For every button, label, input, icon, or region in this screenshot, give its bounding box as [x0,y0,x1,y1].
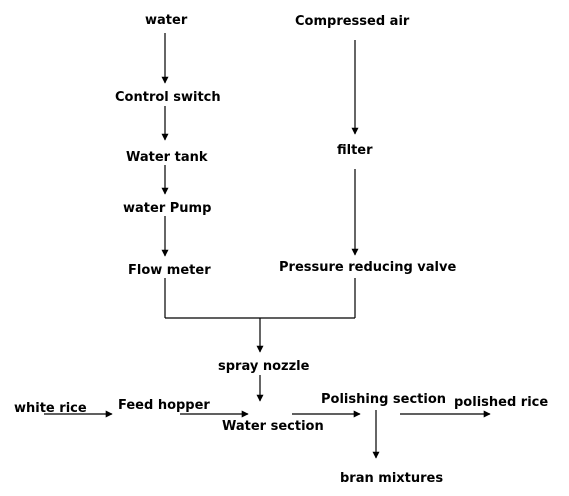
node-water-section: Water section [222,419,324,434]
node-spray-nozzle: spray nozzle [218,359,310,374]
node-polished-rice: polished rice [454,395,549,410]
node-white-rice: white rice [14,401,87,416]
node-water-tank: Water tank [126,150,208,165]
node-pressure-reducing-valve: Pressure reducing valve [279,260,457,275]
node-water: water [145,13,188,28]
node-polishing-section: Polishing section [321,392,447,407]
node-filter: filter [337,143,373,158]
node-control-switch: Control switch [115,90,221,105]
node-water-pump: water Pump [123,201,212,216]
node-bran-mixtures: bran mixtures [340,471,444,486]
node-compressed-air: Compressed air [295,14,410,29]
node-feed-hopper: Feed hopper [118,398,210,413]
node-flow-meter: Flow meter [128,263,211,278]
